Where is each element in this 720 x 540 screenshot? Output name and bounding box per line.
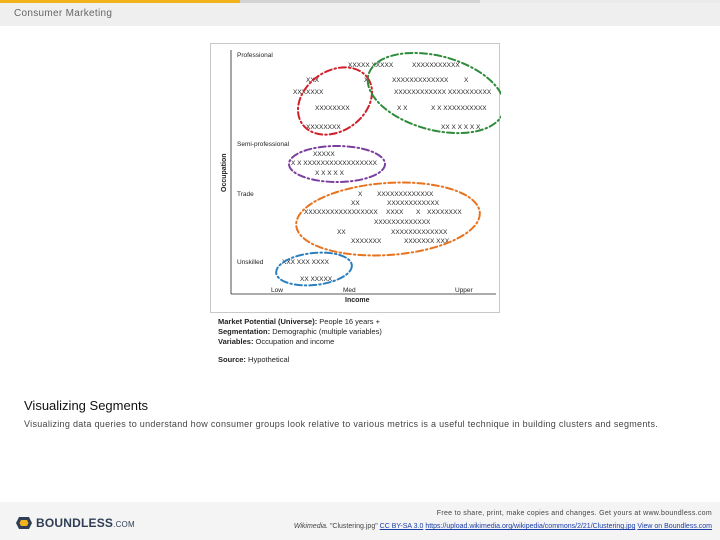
cluster-points-row: XXXXXXXXXXXX — [387, 200, 440, 207]
cluster-points-row: X X X X X — [315, 170, 345, 177]
caption-line-source: Source: Hypothetical — [218, 355, 290, 364]
license-notice: Free to share, print, make copies and ch… — [436, 510, 712, 517]
top-bar: Consumer Marketing — [0, 0, 720, 26]
cluster-points-row: X — [464, 77, 469, 84]
x-tick-med: Med — [343, 287, 356, 294]
boundless-logo[interactable]: BOUNDLESS.COM — [16, 516, 135, 530]
accent-stripe — [0, 0, 240, 3]
y-category-unskilled: Unskilled — [237, 259, 264, 266]
y-category-semi-professional: Semi-professional — [237, 141, 290, 148]
cluster-points-row: X — [416, 209, 421, 216]
cluster-points-row: XXXXXXX — [351, 238, 382, 245]
cluster-points-row: XXXX — [386, 209, 404, 216]
x-axis-label: Income — [345, 297, 370, 304]
caption-line-segmentation: Segmentation: Demographic (multiple vari… — [218, 327, 382, 336]
accent-stripe — [480, 0, 720, 3]
y-axis-label: Occupation — [221, 153, 228, 192]
slide-title: Visualizing Segments — [24, 398, 149, 413]
cluster-points-row: X X XXXXXXXXXXXXXXXXX — [291, 160, 378, 167]
segment-ellipse-trade — [295, 181, 481, 257]
cluster-points-row: XXXXXXXXXXXXXXXXX — [304, 209, 378, 216]
caption-line-market: Market Potential (Universe): People 16 y… — [218, 317, 380, 326]
boundless-logo-icon — [16, 517, 32, 529]
cluster-points-row: XXXXXXXXXXX — [412, 62, 460, 69]
course-title: Consumer Marketing — [14, 8, 113, 19]
segment-ellipse-semi-professional — [288, 145, 386, 183]
view-on-boundless-link[interactable]: View on Boundless.com — [637, 523, 712, 530]
cluster-points-row: XXXXXXXXXXXXX — [392, 77, 449, 84]
cluster-points-row: XXXXX XXXXX — [348, 62, 394, 69]
y-category-trade: Trade — [237, 191, 254, 198]
cluster-points-row: XXXXX — [313, 151, 335, 158]
cluster-points-row: XX — [351, 200, 360, 207]
figure-caption: Market Potential (Universe): People 16 y… — [218, 317, 508, 365]
clustering-chart: Professional Semi-professional Trade Uns… — [221, 50, 501, 304]
cluster-points-row: XXXXXXXXXXXXX — [391, 229, 448, 236]
cluster-points-row: X — [358, 191, 363, 198]
cluster-points-row: XXXXXXXX — [427, 209, 462, 216]
brand-name: BOUNDLESS.COM — [36, 516, 135, 530]
cluster-points-row: XXX XXX XXXX — [282, 259, 330, 266]
cluster-points-row: XX X X X X X — [441, 124, 481, 131]
cluster-points-row: XXXXXXXXXXXXX — [377, 191, 434, 198]
cluster-points-row: XX — [337, 229, 346, 236]
cluster-points-row: XXXXXXXX — [306, 124, 341, 131]
cluster-points-row: XX XXXXX — [300, 276, 333, 283]
slide-description: Visualizing data queries to understand h… — [24, 419, 659, 429]
source-link[interactable]: https://upload.wikimedia.org/wikipedia/c… — [425, 523, 636, 530]
x-tick-low: Low — [271, 287, 283, 294]
y-category-professional: Professional — [237, 52, 273, 59]
cluster-points-row: XXXXXXXXXXXXX — [374, 219, 431, 226]
segment-ellipse-unskilled — [275, 251, 353, 287]
license-link[interactable]: CC BY-SA 3.0 — [379, 523, 424, 530]
segment-ellipse-professional-upper — [366, 51, 501, 135]
attribution-line: Wikimedia. "Clustering.jpg" CC BY-SA 3.0… — [293, 523, 712, 530]
cluster-points-row: XXXXXXXXXXXX XXXXXXXXXX — [394, 89, 492, 96]
cluster-points-row: X — [364, 77, 369, 84]
x-tick-upper: Upper — [455, 287, 474, 294]
cluster-points-row: X X XXXXXXXXXX — [431, 105, 487, 112]
clustering-figure: Professional Semi-professional Trade Uns… — [210, 43, 501, 313]
cluster-points-row: X X — [397, 105, 408, 112]
footer: BOUNDLESS.COM Free to share, print, make… — [0, 502, 720, 540]
cluster-points-row: XXXXXXX XXX — [404, 238, 450, 245]
caption-line-variables: Variables: Occupation and income — [218, 337, 335, 346]
cluster-points-row: XXXXXXX — [293, 89, 324, 96]
cluster-points-row: XXXXXXXX — [315, 105, 350, 112]
